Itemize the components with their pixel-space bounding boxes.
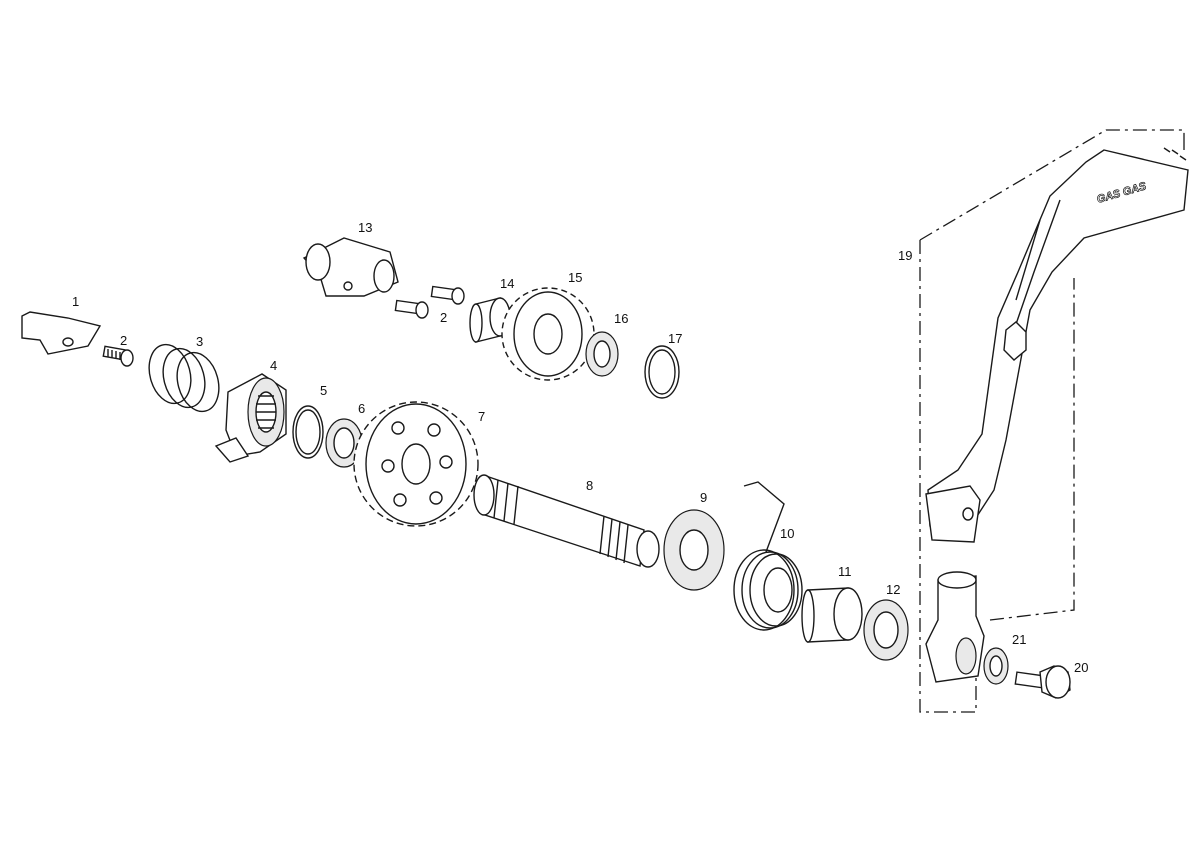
label-part-5: 5 bbox=[320, 383, 327, 398]
label-part-7: 7 bbox=[478, 409, 485, 424]
part-10-return-spring bbox=[733, 481, 803, 631]
part-9-thrust-washer bbox=[663, 509, 725, 591]
part-4-ratchet bbox=[214, 373, 287, 463]
label-part-11: 11 bbox=[838, 564, 852, 579]
label-part-17: 17 bbox=[668, 331, 682, 346]
label-part-20: 20 bbox=[1074, 660, 1088, 675]
label-part-15: 15 bbox=[568, 270, 582, 285]
label-part-12: 12 bbox=[886, 582, 900, 597]
label-part-16: 16 bbox=[614, 311, 628, 326]
part-3-spring bbox=[148, 343, 220, 413]
label-part-19: 19 bbox=[898, 248, 912, 263]
part-7-large-gear bbox=[353, 401, 479, 527]
part-19-lever-boss bbox=[925, 571, 985, 683]
part-16-washer bbox=[585, 331, 619, 377]
part-2-screw-left bbox=[102, 345, 134, 367]
part-15-idler-gear bbox=[501, 287, 595, 381]
part-2-screws-upper bbox=[394, 285, 465, 319]
part-11-bush bbox=[801, 587, 863, 643]
label-part-6: 6 bbox=[358, 401, 365, 416]
label-part-14: 14 bbox=[500, 276, 514, 291]
part-20-bolt bbox=[1014, 665, 1071, 699]
part-1-stop-plate bbox=[21, 311, 102, 355]
part-13-bracket bbox=[302, 237, 399, 297]
part-19-kickstart-lever: GAS GAS bbox=[919, 129, 1189, 713]
part-5-circlip bbox=[292, 405, 324, 459]
label-part-3: 3 bbox=[196, 334, 203, 349]
label-part-10: 10 bbox=[780, 526, 794, 541]
part-17-circlip bbox=[644, 345, 680, 399]
label-part-1: 1 bbox=[72, 294, 79, 309]
part-8-shaft bbox=[473, 474, 660, 568]
label-part-9: 9 bbox=[700, 490, 707, 505]
label-part-13: 13 bbox=[358, 220, 372, 235]
part-12-seal bbox=[863, 599, 909, 661]
part-21-washer bbox=[983, 647, 1009, 685]
label-part-21: 21 bbox=[1012, 632, 1026, 647]
label-part-2-upper: 2 bbox=[440, 310, 447, 325]
label-part-2-left: 2 bbox=[120, 333, 127, 348]
label-part-4: 4 bbox=[270, 358, 277, 373]
label-part-8: 8 bbox=[586, 478, 593, 493]
